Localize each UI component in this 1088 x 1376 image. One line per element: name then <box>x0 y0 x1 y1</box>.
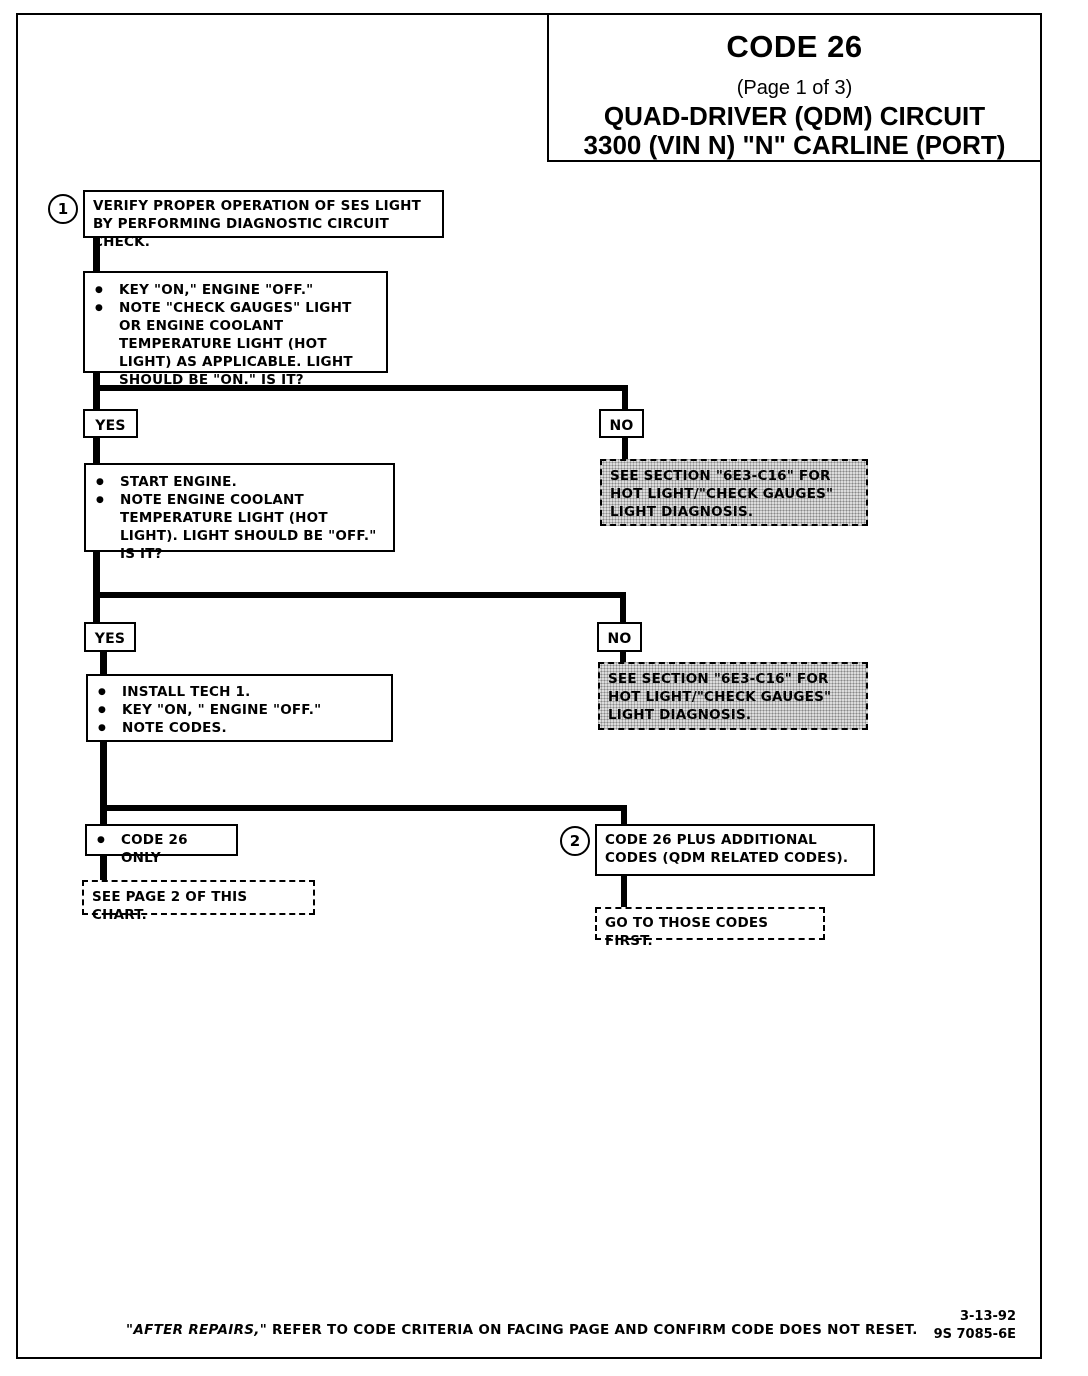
branch-b-text: CODE 26 PLUS ADDITIONAL CODES (QDM RELAT… <box>605 832 849 866</box>
step1-text: VERIFY PROPER OPERATION OF SES LIGHT BY … <box>93 198 422 250</box>
page-indicator: (Page 1 of 3) <box>736 77 853 99</box>
footer-note-text: REFER TO CODE CRITERIA ON FACING PAGE AN… <box>267 1322 918 1338</box>
check3-item: NOTE CODES. <box>96 719 383 737</box>
connector <box>622 437 628 459</box>
step1-box: VERIFY PROPER OPERATION OF SES LIGHT BY … <box>83 190 444 250</box>
footer-note: "AFTER REPAIRS," REFER TO CODE CRITERIA … <box>126 1322 918 1338</box>
no2-result-box: SEE SECTION "6E3-C16" FOR HOT LIGHT/"CHE… <box>598 662 868 730</box>
branch-b-box: CODE 26 PLUS ADDITIONAL CODES (QDM RELAT… <box>595 824 875 876</box>
yes2-text: YES <box>94 631 126 647</box>
document-number: 9S 7085-6E <box>933 1327 1016 1342</box>
connector <box>100 805 627 811</box>
branch-a-text: CODE 26 ONLY <box>95 831 228 867</box>
page-frame <box>16 13 1042 1359</box>
connector <box>93 437 100 464</box>
check2-box: START ENGINE. NOTE ENGINE COOLANT TEMPER… <box>84 463 395 562</box>
code-title: CODE 26 <box>726 29 863 64</box>
no1-label: NO <box>599 409 644 438</box>
connector <box>622 385 628 410</box>
no2-result-text: SEE SECTION "6E3-C16" FOR HOT LIGHT/"CHE… <box>608 671 832 723</box>
connector <box>93 551 100 623</box>
step-marker-1: 1 <box>48 194 78 224</box>
check1-item: KEY "ON," ENGINE "OFF." <box>93 281 378 299</box>
check3-box: INSTALL TECH 1. KEY "ON, " ENGINE "OFF."… <box>86 674 393 742</box>
no1-result-text: SEE SECTION "6E3-C16" FOR HOT LIGHT/"CHE… <box>610 468 834 520</box>
branch-a-box: CODE 26 ONLY <box>85 824 238 866</box>
branch-a-result-box: SEE PAGE 2 OF THIS CHART. <box>82 880 315 923</box>
step-marker-2: 2 <box>560 826 590 856</box>
no1-text: NO <box>609 418 634 434</box>
after-repairs-text: "AFTER REPAIRS," <box>126 1322 268 1338</box>
connector <box>621 875 627 908</box>
yes2-label: YES <box>84 622 136 652</box>
circuit-title: QUAD-DRIVER (QDM) CIRCUIT <box>603 101 986 131</box>
branch-a-result-text: SEE PAGE 2 OF THIS CHART. <box>92 889 248 923</box>
check2-item: NOTE ENGINE COOLANT TEMPERATURE LIGHT (H… <box>94 491 385 563</box>
connector <box>620 651 626 662</box>
connector <box>620 592 626 623</box>
check3-item: KEY "ON, " ENGINE "OFF." <box>96 701 383 719</box>
document-date: 3-13-92 <box>959 1309 1016 1324</box>
connector <box>100 741 107 825</box>
check3-item: INSTALL TECH 1. <box>96 683 383 701</box>
engine-title: 3300 (VIN N) "N" CARLINE (PORT) <box>583 130 1006 160</box>
branch-b-result-box: GO TO THOSE CODES FIRST. <box>595 907 825 949</box>
document-reference: 3-13-92 9S 7085-6E <box>930 1308 1016 1344</box>
connector <box>93 592 626 598</box>
check2-item: START ENGINE. <box>94 473 385 491</box>
no1-result-box: SEE SECTION "6E3-C16" FOR HOT LIGHT/"CHE… <box>600 459 868 526</box>
title-block: CODE 26 (Page 1 of 3) QUAD-DRIVER (QDM) … <box>547 13 1040 162</box>
yes1-label: YES <box>83 409 138 438</box>
no2-label: NO <box>597 622 642 652</box>
branch-b-result-text: GO TO THOSE CODES FIRST. <box>605 915 769 949</box>
check1-item: NOTE "CHECK GAUGES" LIGHT OR ENGINE COOL… <box>93 299 378 389</box>
connector <box>100 651 107 675</box>
connector <box>93 238 100 272</box>
connector <box>93 372 100 410</box>
no2-text: NO <box>607 631 632 647</box>
connector <box>100 855 107 881</box>
connector <box>621 805 627 825</box>
yes1-text: YES <box>95 418 126 434</box>
check1-box: KEY "ON," ENGINE "OFF." NOTE "CHECK GAUG… <box>83 271 388 388</box>
